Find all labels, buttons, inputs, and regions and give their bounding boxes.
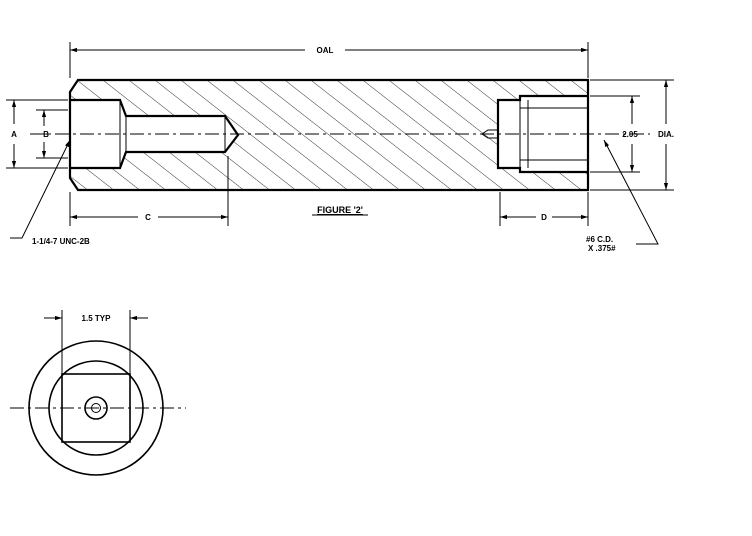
end-view: 1.5 TYP [10, 310, 186, 476]
body-outline [68, 78, 590, 192]
thread-callout: 1-1/4-7 UNC-2B [32, 237, 90, 246]
dim-c-label: C [145, 213, 151, 222]
dim-dia-label: DIA. [658, 130, 674, 139]
hole-callout-line2: X .375# [588, 244, 616, 253]
typ-label: 1.5 TYP [82, 314, 112, 323]
side-view [30, 78, 650, 192]
oal-label: OAL [317, 46, 334, 55]
hole-callout-line1: #6 C.D. [586, 235, 613, 244]
dim-205-label: 2.05 [622, 130, 638, 139]
left-bore-outline [70, 98, 240, 170]
dimensions: OAL A B C D 2.05 DIA [6, 42, 674, 253]
figure-title: FIGURE '2' [317, 205, 363, 215]
section-hatch [70, 80, 588, 190]
dim-a-label: A [11, 130, 17, 139]
dim-b-label: B [43, 130, 49, 139]
dim-d-label: D [541, 213, 547, 222]
